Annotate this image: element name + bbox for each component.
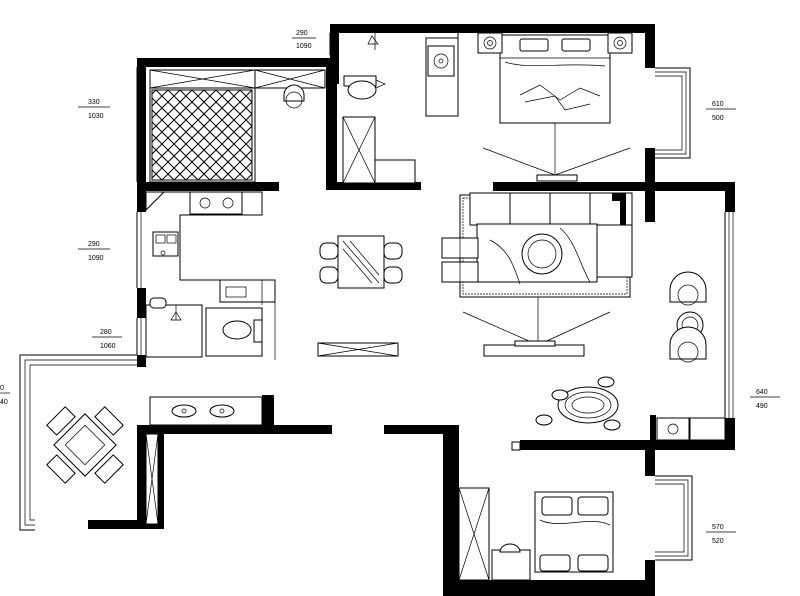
tv-view-lines-living — [462, 297, 611, 357]
kitchen — [145, 191, 276, 360]
vanity — [145, 396, 263, 525]
svg-text:610: 610 — [712, 101, 724, 108]
svg-text:570: 570 — [712, 524, 724, 531]
dresser-bottom — [491, 543, 531, 581]
dim-top-left: 290 1090 — [292, 30, 316, 50]
windows — [19, 33, 734, 561]
bed-top — [499, 34, 611, 124]
svg-text:290: 290 — [296, 30, 308, 37]
nightstand-top-left — [477, 32, 503, 54]
svg-text:520: 520 — [712, 538, 724, 545]
svg-text:1090: 1090 — [88, 255, 104, 262]
svg-text:1030: 1030 — [88, 113, 104, 120]
svg-text:1060: 1060 — [100, 343, 116, 350]
coffee-table — [476, 223, 598, 285]
svg-text:640: 640 — [756, 389, 768, 396]
svg-text:500: 500 — [712, 115, 724, 122]
balcony-table — [46, 406, 124, 484]
lounge-chairs — [669, 271, 707, 363]
svg-text:1090: 1090 — [296, 43, 312, 50]
dim-left-upper: 330 1030 — [78, 99, 110, 120]
tv-view-lines-top — [482, 123, 631, 182]
dim-left-mid: 290 1090 — [78, 241, 110, 262]
dim-right-top: 610 500 — [706, 101, 736, 122]
svg-text:280: 280 — [100, 329, 112, 336]
walls — [88, 24, 735, 596]
dimension-labels: 290 1090 330 1030 290 1090 280 1060 610 … — [0, 30, 780, 545]
washing-machine — [283, 84, 305, 109]
svg-text:40: 40 — [0, 399, 8, 406]
dim-right-mid: 640 490 — [750, 389, 780, 410]
dining-table — [319, 235, 403, 289]
decor-stones — [535, 376, 621, 431]
sideboard — [317, 342, 399, 357]
bathroom-left — [145, 297, 263, 358]
bed-bottom — [534, 491, 614, 573]
nightstand-top-right — [607, 32, 633, 54]
column — [511, 441, 521, 451]
dim-far-left: 0 40 — [0, 385, 10, 406]
svg-text:490: 490 — [756, 403, 768, 410]
svg-text:330: 330 — [88, 99, 100, 106]
dim-left-lower: 280 1060 — [92, 329, 122, 350]
svg-text:0: 0 — [0, 385, 4, 392]
svg-text:290: 290 — [88, 241, 100, 248]
ottoman-chairs — [441, 237, 479, 283]
cabinet-right — [656, 417, 726, 441]
wardrobe-bottom — [458, 487, 490, 581]
bathroom-top — [342, 33, 459, 184]
herringbone-floor — [151, 89, 253, 181]
dim-right-bottom: 570 520 — [706, 524, 736, 545]
